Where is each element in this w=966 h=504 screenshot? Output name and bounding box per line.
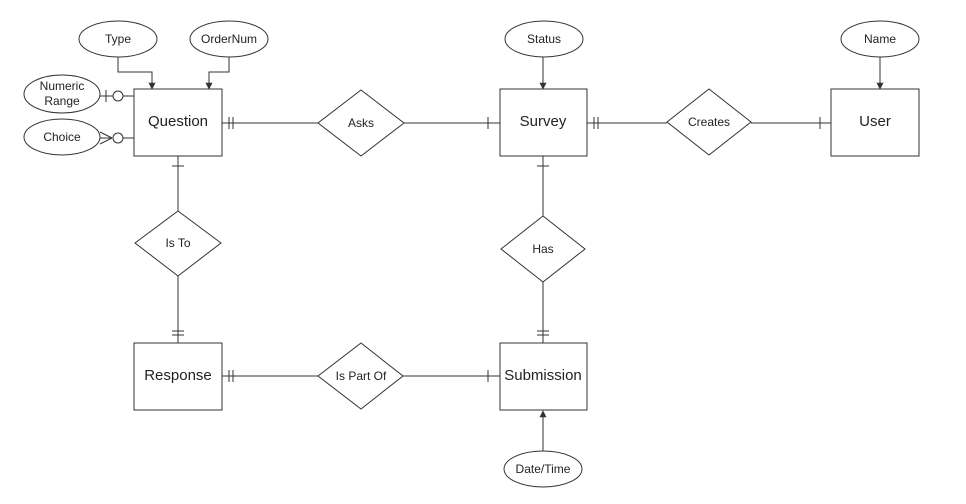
relationship-is-to-label: Is To (165, 236, 190, 250)
attribute-numeric-range-label-line2: Range (44, 94, 80, 108)
entity-submission-label: Submission (504, 367, 582, 384)
entity-question: Question (133, 88, 223, 157)
relationship-is-part-of-label: Is Part Of (336, 369, 387, 383)
entity-question-label: Question (148, 113, 208, 130)
entity-user-label: User (859, 113, 891, 130)
entity-response-label: Response (144, 367, 212, 384)
entity-survey: Survey (499, 88, 588, 157)
attribute-date-time: Date/Time (503, 450, 583, 488)
relationship-creates: Creates (666, 88, 752, 156)
edge-type-question (117, 57, 156, 90)
attribute-status-label: Status (527, 32, 561, 46)
entity-survey-label: Survey (520, 113, 567, 130)
attribute-status: Status (504, 20, 584, 58)
edge-ordernum-question (205, 57, 230, 90)
attribute-date-time-label: Date/Time (516, 462, 571, 476)
attribute-choice-label: Choice (43, 130, 81, 144)
attribute-name-label: Name (864, 32, 896, 46)
relationship-is-part-of: Is Part Of (317, 342, 404, 410)
entity-submission: Submission (499, 342, 588, 411)
attribute-ordernum-label: OrderNum (201, 32, 257, 46)
attribute-type-label: Type (105, 32, 131, 46)
attribute-numeric-range: Numeric Range (23, 74, 101, 114)
relationship-asks-label: Asks (348, 116, 374, 130)
relationship-has: Has (500, 215, 586, 283)
relationship-asks: Asks (317, 89, 405, 157)
relationship-has-label: Has (532, 242, 553, 256)
entity-user: User (830, 88, 920, 157)
relationship-creates-label: Creates (688, 115, 730, 129)
cardinality-marks (99, 90, 821, 382)
attribute-choice: Choice (23, 118, 101, 156)
relationship-is-to: Is To (134, 210, 222, 277)
entity-response: Response (133, 342, 223, 411)
attribute-ordernum: OrderNum (189, 20, 269, 58)
attribute-type: Type (78, 20, 158, 58)
attribute-name: Name (840, 20, 920, 58)
attribute-numeric-range-label-line1: Numeric (40, 79, 85, 93)
